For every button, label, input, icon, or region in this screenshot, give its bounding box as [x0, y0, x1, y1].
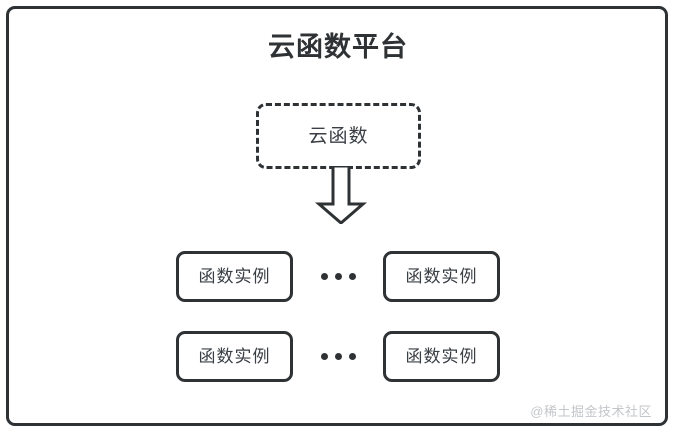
cloud-function-node: 云函数	[256, 103, 421, 169]
ellipsis-dot	[320, 272, 328, 280]
function-instance-label: 函数实例	[405, 346, 478, 366]
cloud-function-label: 云函数	[308, 125, 369, 147]
watermark: @稀土掘金技术社区	[530, 404, 652, 419]
ellipsis-dot	[334, 272, 342, 280]
function-instance-box: 函数实例	[176, 250, 293, 302]
ellipsis-dot	[334, 352, 342, 360]
function-instance-box: 函数实例	[383, 250, 500, 302]
page-title: 云函数平台	[268, 32, 408, 62]
ellipsis-dot	[348, 272, 356, 280]
instance-row-1: 函数实例 函数实例	[0, 250, 676, 302]
function-instance-label: 函数实例	[198, 346, 271, 366]
arrow-down-icon	[314, 166, 368, 224]
function-instance-box: 函数实例	[383, 330, 500, 382]
function-instance-label: 函数实例	[405, 266, 478, 286]
function-instance-label: 函数实例	[198, 266, 271, 286]
ellipsis-dot	[320, 352, 328, 360]
ellipsis-icon	[293, 331, 383, 382]
instance-row-2: 函数实例 函数实例	[0, 330, 676, 382]
ellipsis-icon	[293, 251, 383, 302]
function-instance-box: 函数实例	[176, 330, 293, 382]
ellipsis-dot	[348, 352, 356, 360]
